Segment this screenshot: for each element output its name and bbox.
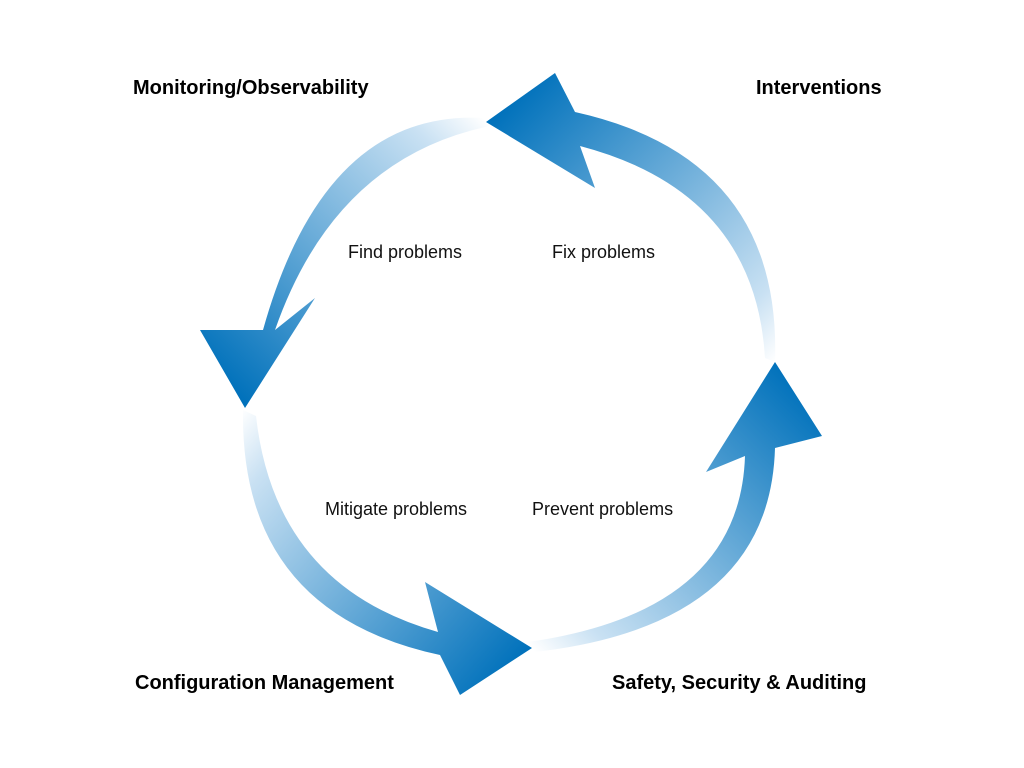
inner-label-fix-problems: Fix problems	[552, 242, 656, 262]
corner-label-monitoring-observability: Monitoring/Observability	[133, 77, 369, 99]
corner-label-configuration-management: Configuration Management	[135, 672, 394, 694]
inner-label-prevent-problems: Prevent problems	[532, 499, 674, 519]
arrow-bottom-left	[242, 410, 532, 695]
inner-label-find-problems: Find problems	[348, 242, 463, 262]
arrow-top-left	[200, 117, 490, 408]
corner-label-safety-security-auditing: Safety, Security & Auditing	[612, 672, 867, 694]
arrow-top-right	[486, 73, 776, 362]
arrow-bottom-right	[528, 362, 822, 652]
corner-label-interventions: Interventions	[756, 77, 882, 99]
inner-label-mitigate-problems: Mitigate problems	[325, 499, 468, 519]
